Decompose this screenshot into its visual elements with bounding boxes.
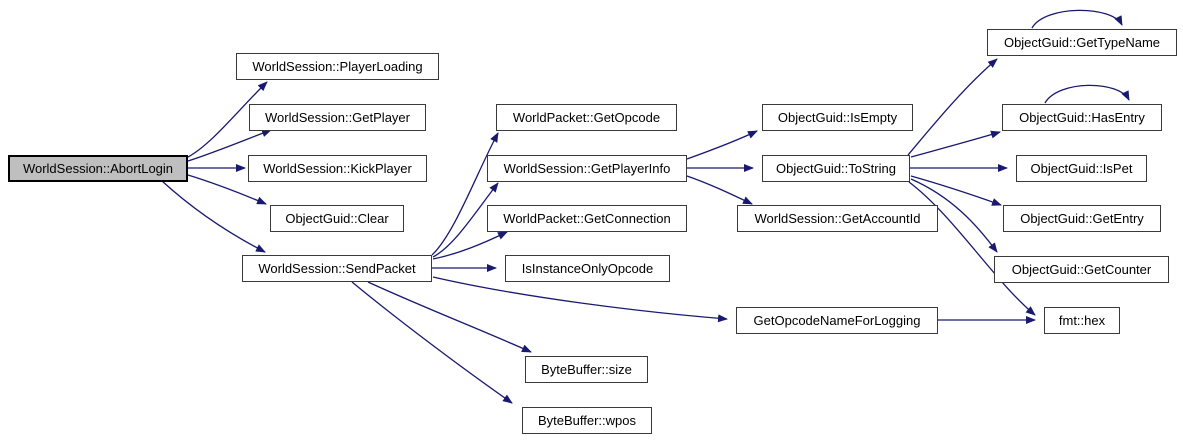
edge-abortlogin-playerloading xyxy=(187,81,268,158)
node-worldsession-sendpacket[interactable]: WorldSession::SendPacket xyxy=(242,255,432,282)
edge-abortlogin-clear xyxy=(187,174,267,205)
edge-sendpacket-getplayerinfo xyxy=(432,182,499,258)
node-worldsession-kickplayer[interactable]: WorldSession::KickPlayer xyxy=(248,155,427,182)
node-bytebuffer-size[interactable]: ByteBuffer::size xyxy=(525,356,648,383)
node-getopcodenameforlogging[interactable]: GetOpcodeNameForLogging xyxy=(736,307,938,334)
edge-sendpacket-getopcodenameforlogging xyxy=(432,276,728,323)
node-worldsession-getaccountid[interactable]: WorldSession::GetAccountId xyxy=(737,205,938,232)
edge-hasentry-self-loop xyxy=(1044,84,1130,104)
node-worldsession-playerloading[interactable]: WorldSession::PlayerLoading xyxy=(236,53,439,80)
node-objectguid-tostring[interactable]: ObjectGuid::ToString xyxy=(762,155,910,182)
node-objectguid-getcounter[interactable]: ObjectGuid::GetCounter xyxy=(994,256,1169,283)
node-worldsession-getplayerinfo[interactable]: WorldSession::GetPlayerInfo xyxy=(487,155,687,182)
edge-abortlogin-sendpacket xyxy=(161,180,266,253)
edge-tostring-gettypename xyxy=(907,58,998,156)
node-objectguid-ispet[interactable]: ObjectGuid::IsPet xyxy=(1016,155,1147,182)
node-objectguid-clear[interactable]: ObjectGuid::Clear xyxy=(270,205,404,232)
edge-sendpacket-wpos xyxy=(351,281,513,404)
edge-gettypename-self-loop xyxy=(1031,9,1123,29)
node-worldpacket-getconnection[interactable]: WorldPacket::GetConnection xyxy=(487,205,687,232)
edge-getplayerinfo-isempty xyxy=(686,130,758,160)
node-isinstanceonlyopcode[interactable]: IsInstanceOnlyOpcode xyxy=(505,255,670,282)
edge-tostring-getentry xyxy=(910,175,1002,206)
node-bytebuffer-wpos[interactable]: ByteBuffer::wpos xyxy=(522,407,652,434)
edge-tostring-fmthex xyxy=(908,181,1036,316)
node-worldpacket-getopcode[interactable]: WorldPacket::GetOpcode xyxy=(496,104,677,131)
node-worldsession-getplayer[interactable]: WorldSession::GetPlayer xyxy=(249,104,426,131)
node-objectguid-isempty[interactable]: ObjectGuid::IsEmpty xyxy=(762,104,913,131)
edge-sendpacket-getconnection xyxy=(432,231,508,260)
edge-sendpacket-getopcode xyxy=(431,132,499,256)
node-fmt-hex[interactable]: fmt::hex xyxy=(1044,307,1120,334)
edge-tostring-hasentry xyxy=(910,130,1001,158)
edge-sendpacket-size xyxy=(367,281,532,353)
node-objectguid-gettypename[interactable]: ObjectGuid::GetTypeName xyxy=(987,29,1177,56)
node-worldsession-abortlogin: WorldSession::AbortLogin xyxy=(8,155,188,182)
node-objectguid-getentry[interactable]: ObjectGuid::GetEntry xyxy=(1003,205,1161,232)
node-objectguid-hasentry[interactable]: ObjectGuid::HasEntry xyxy=(1002,104,1162,131)
edge-abortlogin-getplayer xyxy=(187,129,272,162)
edge-getplayerinfo-getaccountid xyxy=(686,175,753,205)
edge-tostring-getcounter xyxy=(910,178,998,253)
